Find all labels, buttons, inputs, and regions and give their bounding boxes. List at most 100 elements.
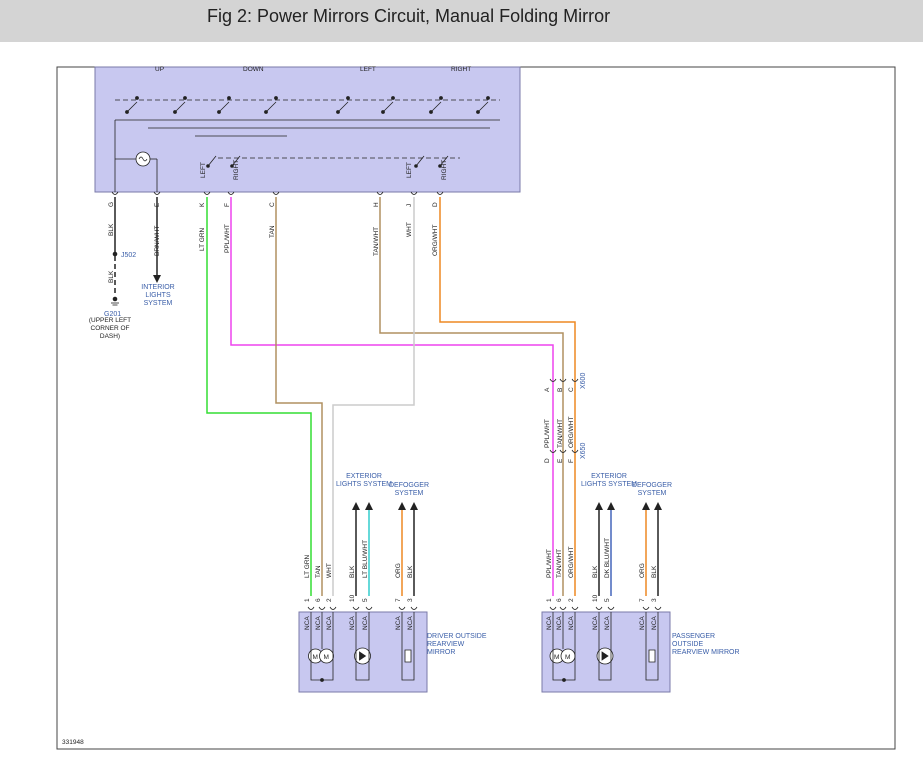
- nca-label: NCA: [639, 616, 646, 630]
- motor-label: M: [565, 654, 570, 661]
- connector-x650-pin: [549, 449, 557, 453]
- defogger-icon: [648, 649, 656, 663]
- pin-stub: [227, 191, 235, 195]
- arrow-up-icon: [365, 502, 373, 510]
- defogger-loop: [645, 644, 659, 681]
- mirror-wire-label: LT GRN: [304, 554, 311, 578]
- mirror-wire-label: PPL/WHT: [546, 549, 553, 578]
- switch-contact: [429, 110, 433, 114]
- nca-label: NCA: [407, 616, 414, 630]
- connector-x600-pin: [549, 378, 557, 382]
- wire-lt-grn: [206, 197, 312, 596]
- mirror-pin-label: 2: [568, 598, 575, 602]
- mirror-pin-stub: [352, 606, 360, 610]
- connector-x650: X650: [580, 443, 587, 459]
- mirror-pin-label: 1: [304, 598, 311, 602]
- connector-x650-pin: [571, 449, 579, 453]
- switch-blade: [126, 101, 138, 113]
- led-loop: [355, 644, 370, 681]
- driver-mirror-label: DRIVER OUTSIDE REARVIEW MIRROR: [427, 633, 487, 656]
- switch-contact: [274, 96, 278, 100]
- switch-blade: [337, 101, 349, 113]
- mirror-pin-stub: [654, 606, 662, 610]
- mirror-wire-label: ORG: [395, 563, 402, 578]
- ground-g201: G201: [104, 311, 121, 318]
- switch-label-right: RIGHT: [451, 66, 471, 73]
- selector-blade: [207, 155, 217, 167]
- defogger-icon: [404, 649, 412, 663]
- pin-c: C: [269, 202, 276, 207]
- selector-blade: [439, 155, 449, 167]
- ground-circuit: [111, 197, 119, 306]
- x650-wire-ppl-wht: PPL/WHT: [544, 419, 551, 448]
- mirror-pin-label: 7: [395, 598, 402, 602]
- selector-contact: [438, 164, 442, 168]
- mirror-pin-label: 6: [315, 598, 322, 602]
- ground-location: (UPPER LEFT CORNER OF DASH): [89, 317, 131, 340]
- mirror-pin-stub: [329, 606, 337, 610]
- pin-stub: [436, 191, 444, 195]
- pin-stub: [111, 191, 119, 195]
- pin-stub: [376, 191, 384, 195]
- figure-id: 331948: [62, 739, 84, 746]
- mirror-wire-label: TAN: [315, 565, 322, 578]
- nca-label: NCA: [395, 616, 402, 630]
- motor-label: M: [554, 654, 559, 661]
- mirror-pin-label: 5: [604, 598, 611, 602]
- connector-x600: X600: [580, 373, 587, 389]
- mirror-pin-stub: [549, 606, 557, 610]
- mirror-pin-label: 3: [651, 598, 658, 602]
- page-title: Fig 2: Power Mirrors Circuit, Manual Fol…: [207, 6, 611, 26]
- switch-select-right: RIGHT: [233, 160, 240, 180]
- switch-contact: [381, 110, 385, 114]
- nca-label: NCA: [546, 616, 553, 630]
- mirror-pin-label: 10: [349, 594, 356, 602]
- led-symbol: [359, 651, 367, 661]
- connector-x600-pin: [571, 378, 579, 382]
- interior-lights-label: INTERIOR LIGHTS SYSTEM: [141, 284, 174, 307]
- selector-contact: [230, 164, 234, 168]
- mirror-pin-label: 5: [362, 598, 369, 602]
- wire-label-tan: TAN: [269, 225, 276, 238]
- motor-icon: [319, 648, 334, 664]
- selector-blade: [231, 155, 241, 167]
- driver-defogger-label: DEFOGGER SYSTEM: [389, 482, 429, 497]
- switch-label-left: LEFT: [360, 66, 376, 73]
- switch-contact: [346, 96, 350, 100]
- arrow-up-icon: [654, 502, 662, 510]
- switch-contact: [439, 96, 443, 100]
- nca-label: NCA: [349, 616, 356, 630]
- switch-contact: [135, 96, 139, 100]
- switch-contact: [486, 96, 490, 100]
- nca-label: NCA: [592, 616, 599, 630]
- passenger-exterior-lights-label: EXTERIOR LIGHTS SYSTEM: [581, 473, 637, 488]
- switch-contact: [227, 96, 231, 100]
- switch-blade: [477, 101, 489, 113]
- mirror-pin-stub: [318, 606, 326, 610]
- mirror-pin-stub: [365, 606, 373, 610]
- switch-contact: [217, 110, 221, 114]
- arrow-up-icon: [398, 502, 406, 510]
- switch-blade: [382, 101, 394, 113]
- motor-junction: [320, 678, 324, 682]
- mirror-pin-stub: [307, 606, 315, 610]
- wire-label-org-wht: ORG/WHT: [432, 225, 439, 256]
- mirror-pin-label: 1: [546, 598, 553, 602]
- x650-wire-tan-wht: TAN/WHT: [557, 419, 564, 448]
- switch-contact: [336, 110, 340, 114]
- x600-pin-b: B: [557, 388, 564, 392]
- wire-label-ppl-wht: PPL/WHT: [224, 224, 231, 253]
- switch-contact: [125, 110, 129, 114]
- mirror-pin-stub: [559, 606, 567, 610]
- defogger-loop: [401, 644, 415, 681]
- driver-exterior-lights-label: EXTERIOR LIGHTS SYSTEM: [336, 473, 392, 488]
- wire-label-wht: WHT: [406, 222, 413, 237]
- mirror-pin-stub: [595, 606, 603, 610]
- passenger-defogger-label: DEFOGGER SYSTEM: [632, 482, 672, 497]
- x650-wire-org-wht: ORG/WHT: [568, 417, 575, 448]
- mirror-pin-label: 3: [407, 598, 414, 602]
